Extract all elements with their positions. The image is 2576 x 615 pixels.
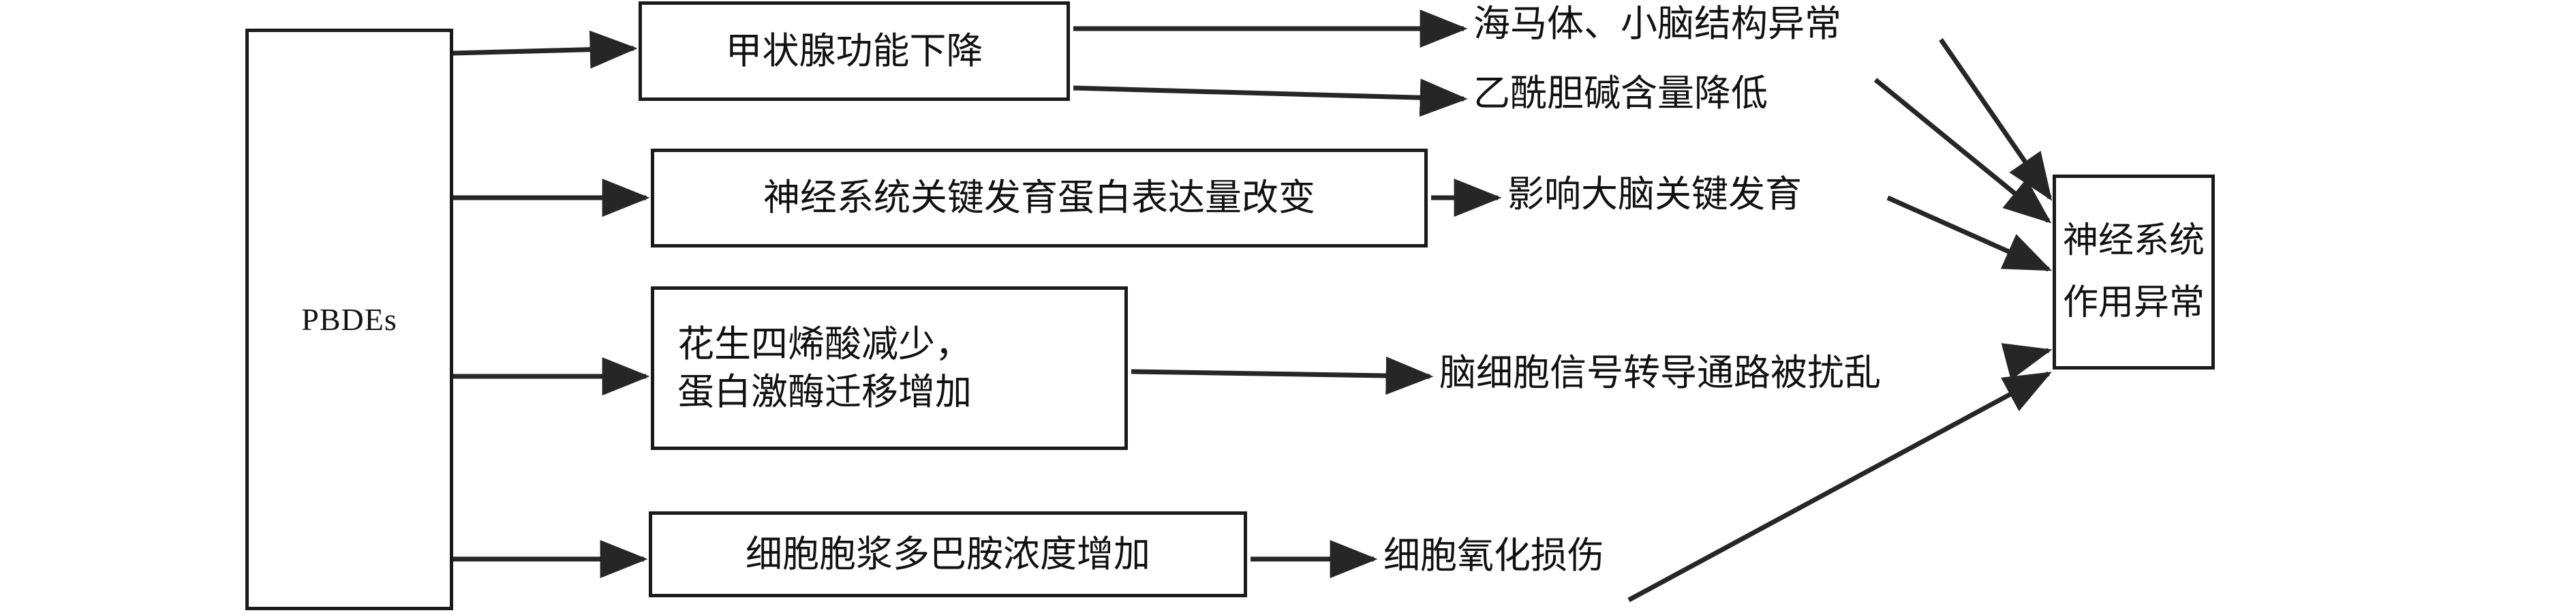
edge-o4-to-target <box>2001 343 2053 380</box>
outcome-label-brain-development-affected: 影响大脑关键发育 <box>1507 174 1802 215</box>
outcome-label-hippocampus-cerebellum-abnormal: 海马体、小脑结构异常 <box>1473 3 1841 44</box>
outcome-label-signal-transduction-disrupted: 脑细胞信号转导通路被扰乱 <box>1439 352 1881 393</box>
node-label: PBDEs <box>301 301 397 337</box>
edge-o3-to-target <box>1886 195 2053 272</box>
node-label-line-2: 作用异常 <box>2062 284 2205 322</box>
node-label: 细胞胞浆多巴胺浓度增加 <box>746 533 1150 575</box>
node-label-line-1: 神经系统 <box>2062 222 2205 260</box>
edge-o2-to-target <box>1873 78 2052 224</box>
node-label: 甲状腺功能下降 <box>725 30 983 72</box>
node-arachidonic-acid-kinase-change[interactable]: 花生四烯酸减少， 蛋白激酶迁移增加 <box>651 286 1128 450</box>
node-key-neurodevelopment-protein-change[interactable]: 神经系统关键发育蛋白表达量改变 <box>651 149 1428 247</box>
node-nervous-system-dysfunction[interactable]: 神经系统 作用异常 <box>2053 175 2215 370</box>
outcome-label-cell-oxidative-damage: 细胞氧化损伤 <box>1383 535 1604 576</box>
node-pbdes-source[interactable]: PBDEs <box>245 29 453 610</box>
edge-o5-to-target <box>1627 371 2052 603</box>
edge-source-to-p1 <box>453 30 638 69</box>
node-label-line-1: 花生四烯酸减少， <box>677 323 972 365</box>
edge-p1-to-o2 <box>1073 78 1468 117</box>
edge-o1-to-target <box>1939 38 2053 201</box>
node-label: 神经系统关键发育蛋白表达量改变 <box>763 177 1315 219</box>
edge-p3-to-o4 <box>1131 356 1434 395</box>
outcome-label-acetylcholine-decrease: 乙酰胆碱含量降低 <box>1473 73 1768 114</box>
node-thyroid-function-decline[interactable]: 甲状腺功能下降 <box>639 1 1070 101</box>
node-cytoplasmic-dopamine-increase[interactable]: 细胞胞浆多巴胺浓度增加 <box>649 511 1247 597</box>
node-label-line-2: 蛋白激酶迁移增加 <box>677 372 972 412</box>
